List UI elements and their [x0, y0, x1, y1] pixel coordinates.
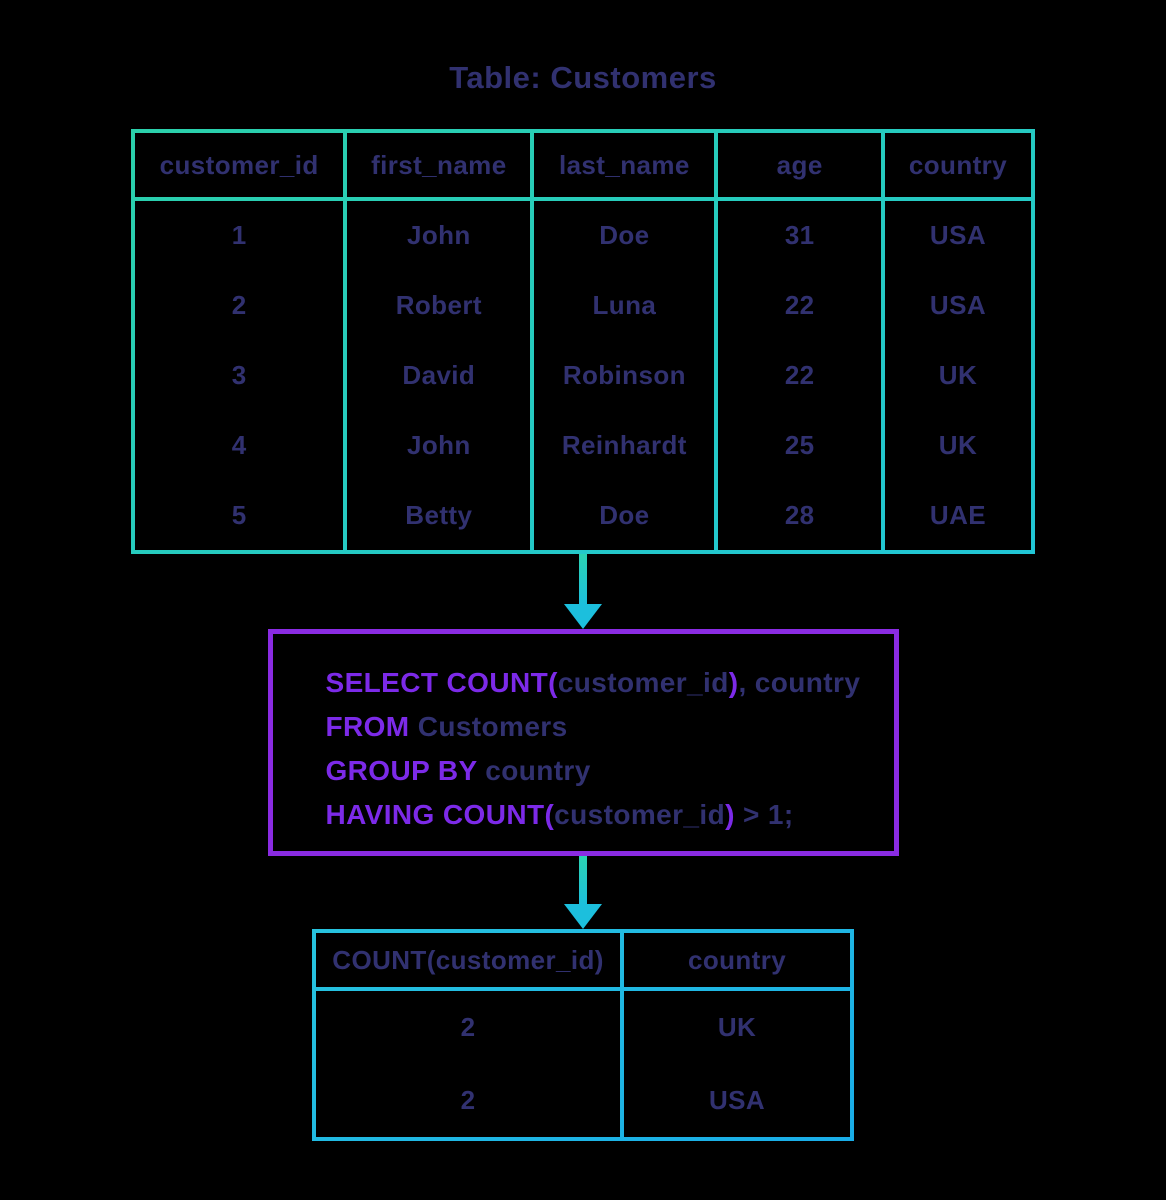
- cell-age: 31: [784, 220, 815, 251]
- cell-first-name: Betty: [405, 499, 473, 530]
- sql-line-group-by: GROUP BY country: [326, 749, 884, 793]
- result-column-country: UK USA: [624, 991, 850, 1137]
- sql-keyword: FROM: [325, 711, 410, 742]
- column-header-customer-id: customer_id: [135, 133, 344, 197]
- cell-customer-id: 5: [231, 499, 247, 530]
- cell-customer-id: 3: [231, 359, 247, 390]
- sql-line-from: FROM Customers: [326, 705, 884, 749]
- sql-keyword: SELECT COUNT(: [325, 667, 558, 698]
- cell-first-name: John: [406, 429, 471, 460]
- result-table: COUNT(customer_id) country 2 2 UK USA: [312, 929, 854, 1141]
- sql-line-select: SELECT COUNT(customer_id), country: [326, 661, 884, 705]
- arrow-head: [564, 904, 602, 929]
- column-age: 31 22 22 25 28: [718, 201, 881, 550]
- arrow-head: [564, 604, 602, 629]
- column-country: USA USA UK UK UAE: [884, 201, 1031, 550]
- arrow-stem: [579, 856, 587, 905]
- cell-customer-id: 2: [231, 290, 247, 321]
- sql-identifier: Customers: [409, 711, 568, 742]
- result-header-country: country: [624, 933, 850, 987]
- page-title: Table: Customers: [449, 60, 717, 95]
- cell-last-name: Luna: [592, 290, 657, 321]
- sql-identifier: customer_id: [557, 667, 729, 698]
- cell-last-name: Doe: [599, 220, 650, 251]
- sql-keyword: ): [728, 667, 739, 698]
- cell-country: UK: [938, 359, 978, 390]
- arrow-down-icon: [563, 856, 603, 929]
- cell-country: USA: [929, 290, 987, 321]
- column-header-first-name: first_name: [347, 133, 531, 197]
- sql-keyword: GROUP BY: [325, 755, 478, 786]
- cell-age: 28: [784, 499, 815, 530]
- customers-table: customer_id first_name last_name age cou…: [131, 129, 1035, 554]
- sql-line-having: HAVING COUNT(customer_id) > 1;: [326, 793, 884, 837]
- cell-age: 22: [784, 359, 815, 390]
- sql-query-box: SELECT COUNT(customer_id), country FROM …: [267, 629, 899, 856]
- cell-country: USA: [929, 220, 987, 251]
- sql-identifier: country: [477, 755, 591, 786]
- result-column-count: 2 2: [316, 991, 621, 1137]
- sql-identifier: > 1;: [734, 799, 794, 830]
- column-header-country: country: [884, 133, 1031, 197]
- cell-first-name: David: [402, 359, 476, 390]
- cell-last-name: Reinhardt: [561, 429, 687, 460]
- sql-keyword: ): [725, 799, 735, 830]
- arrow-stem: [579, 554, 587, 605]
- sql-identifier: , country: [738, 667, 861, 698]
- result-cell-count: 2: [460, 1012, 476, 1042]
- cell-first-name: Robert: [395, 290, 482, 321]
- result-cell-country: UK: [717, 1012, 757, 1042]
- column-header-age: age: [718, 133, 881, 197]
- cell-last-name: Doe: [599, 499, 650, 530]
- column-first-name: John Robert David John Betty: [347, 201, 531, 550]
- cell-country: UK: [938, 429, 978, 460]
- sql-identifier: customer_id: [554, 799, 726, 830]
- cell-age: 25: [784, 429, 815, 460]
- column-header-last-name: last_name: [534, 133, 715, 197]
- arrow-down-icon: [563, 554, 603, 629]
- column-last-name: Doe Luna Robinson Reinhardt Doe: [534, 201, 715, 550]
- column-customer-id: 1 2 3 4 5: [135, 201, 344, 550]
- cell-age: 22: [784, 290, 815, 321]
- cell-customer-id: 4: [231, 429, 247, 460]
- cell-first-name: John: [406, 220, 471, 251]
- result-header-count: COUNT(customer_id): [316, 933, 621, 987]
- result-cell-count: 2: [460, 1085, 476, 1115]
- cell-country: UAE: [929, 499, 987, 530]
- cell-customer-id: 1: [231, 220, 247, 251]
- sql-keyword: HAVING COUNT(: [325, 799, 555, 830]
- cell-last-name: Robinson: [562, 359, 686, 390]
- result-cell-country: USA: [709, 1085, 766, 1115]
